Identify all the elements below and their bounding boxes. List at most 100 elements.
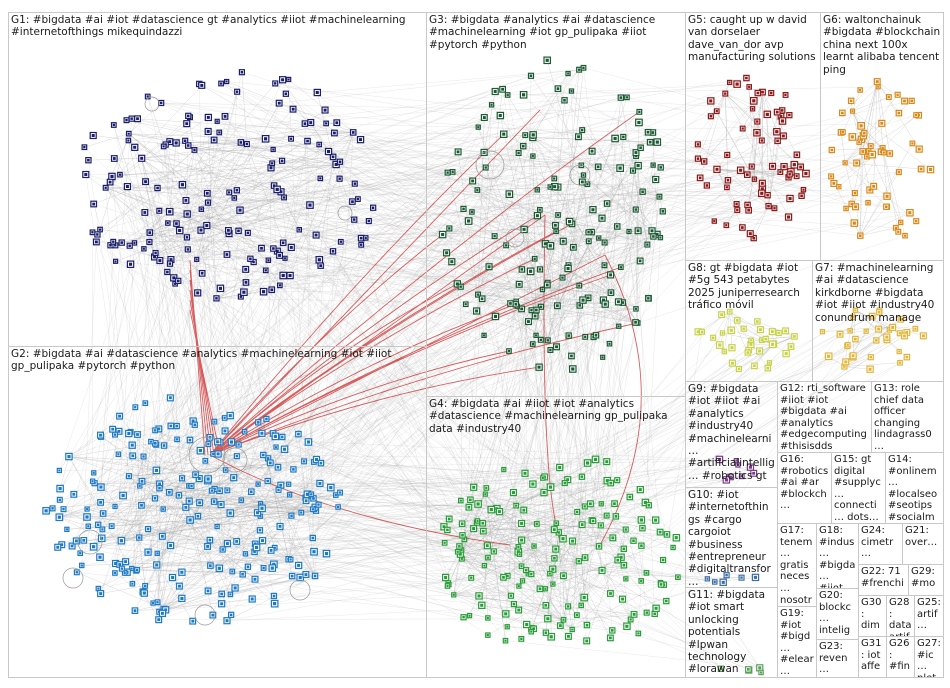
graph-node-core [318,143,321,146]
graph-node-core [302,460,306,463]
graph-node-core [142,455,145,458]
graph-node-core [854,309,857,312]
graph-node-core [562,618,565,621]
graph-node-core [781,134,785,138]
graph-node-core [146,95,149,98]
graph-node-core [104,186,107,189]
graph-node-core [339,240,342,243]
graph-node-core [229,440,234,444]
graph-node-core [880,121,884,125]
graph-node-core [586,183,589,186]
graph-node-core [549,185,552,188]
hub-ring [289,579,311,601]
graph-node-core [636,164,640,168]
graph-node-core [795,174,798,178]
graph-node-core [480,603,484,607]
graph-node-core [558,466,562,470]
graph-node-core [535,334,538,337]
graph-node-core [557,531,561,534]
graph-node-core [877,327,881,331]
graph-node-core [917,147,921,151]
graph-node-core [728,310,731,313]
graph-node-core [127,431,131,435]
graph-node-core [756,120,759,123]
graph-node-core [168,210,172,214]
graph-node-core [536,188,539,191]
graph-node-core [268,461,272,465]
graph-node-core [582,174,585,177]
graph-node-core [740,475,743,478]
graph-node-core [659,236,662,239]
graph-node-core [720,313,724,317]
graph-node-core [485,486,488,490]
graph-node-core [611,536,615,540]
graph-node-core [233,196,236,199]
graph-node-core [136,117,139,121]
graph-node-core [735,82,739,86]
graph-node-core [470,210,474,213]
group-label-g11: G11: #bigdata #iot smart unlocking poten… [688,589,766,677]
graph-node-core [766,366,770,370]
graph-node-core [452,593,455,596]
graph-node-core [829,175,833,178]
graph-node-core [515,504,518,507]
graph-node-core [476,293,480,296]
group-label-g2: G2: #bigdata #ai #datascience #analytics… [11,348,395,373]
node-group-g11 [717,664,764,676]
graph-node-core [625,624,629,628]
graph-node-core [548,572,551,575]
graph-node-core [830,148,834,152]
graph-node-core [156,601,159,604]
graph-node-core [289,558,292,561]
graph-node-core [75,571,78,574]
graph-node-core [859,89,862,92]
graph-node-core [468,614,471,617]
group-panel-g9: G9: #bigdata #iot #iiot #ai #analytics #… [685,381,778,488]
graph-node-core [870,152,874,157]
graph-node-core [760,139,763,142]
graph-node-core [206,115,210,119]
graph-node-core [319,177,322,180]
graph-node-core [312,497,315,500]
graph-node-core [593,457,598,461]
graph-node-core [142,591,146,595]
graph-node-core [200,208,203,211]
graph-node-core [782,165,786,169]
graph-node-core [575,613,579,617]
graph-node-core [114,505,116,508]
group-label-g29: G29: #mo… [911,566,939,596]
graph-node-core [149,440,152,443]
graph-node-core [298,575,302,580]
graph-node-core [765,112,769,116]
graph-node-core [638,110,641,113]
graph-node-core [639,146,642,149]
graph-node-core [609,291,613,294]
graph-node-core [850,202,854,206]
graph-node-core [583,556,587,559]
graph-node-core [338,177,341,180]
graph-node-core [729,328,733,332]
node-group-g4 [440,455,681,645]
group-label-g9: G9: #bigdata #iot #iiot #ai #analytics #… [688,383,775,482]
graph-node-core [224,468,227,472]
graph-node-core [766,193,769,197]
graph-node-core [899,221,902,224]
group-label-g3: G3: #bigdata #analytics #ai #datascience… [429,14,659,51]
graph-node-core [158,482,162,486]
graph-node-core [98,555,102,559]
graph-node-core [725,186,729,189]
graph-node-core [177,494,181,497]
graph-node-core [915,219,918,223]
graph-node-core [463,538,466,541]
graph-node-core [854,205,857,209]
graph-node-core [235,90,239,93]
group-panel-g7: G7: #machinelearning #ai #datascience ki… [812,260,944,382]
graph-node-core [541,288,544,291]
graph-node-core [520,637,523,640]
graph-node-core [507,349,511,353]
graph-node-core [477,594,481,598]
graph-node-core [317,258,321,262]
graph-node-core [594,334,598,337]
graph-node-core [603,302,607,306]
graph-node-core [755,131,759,135]
